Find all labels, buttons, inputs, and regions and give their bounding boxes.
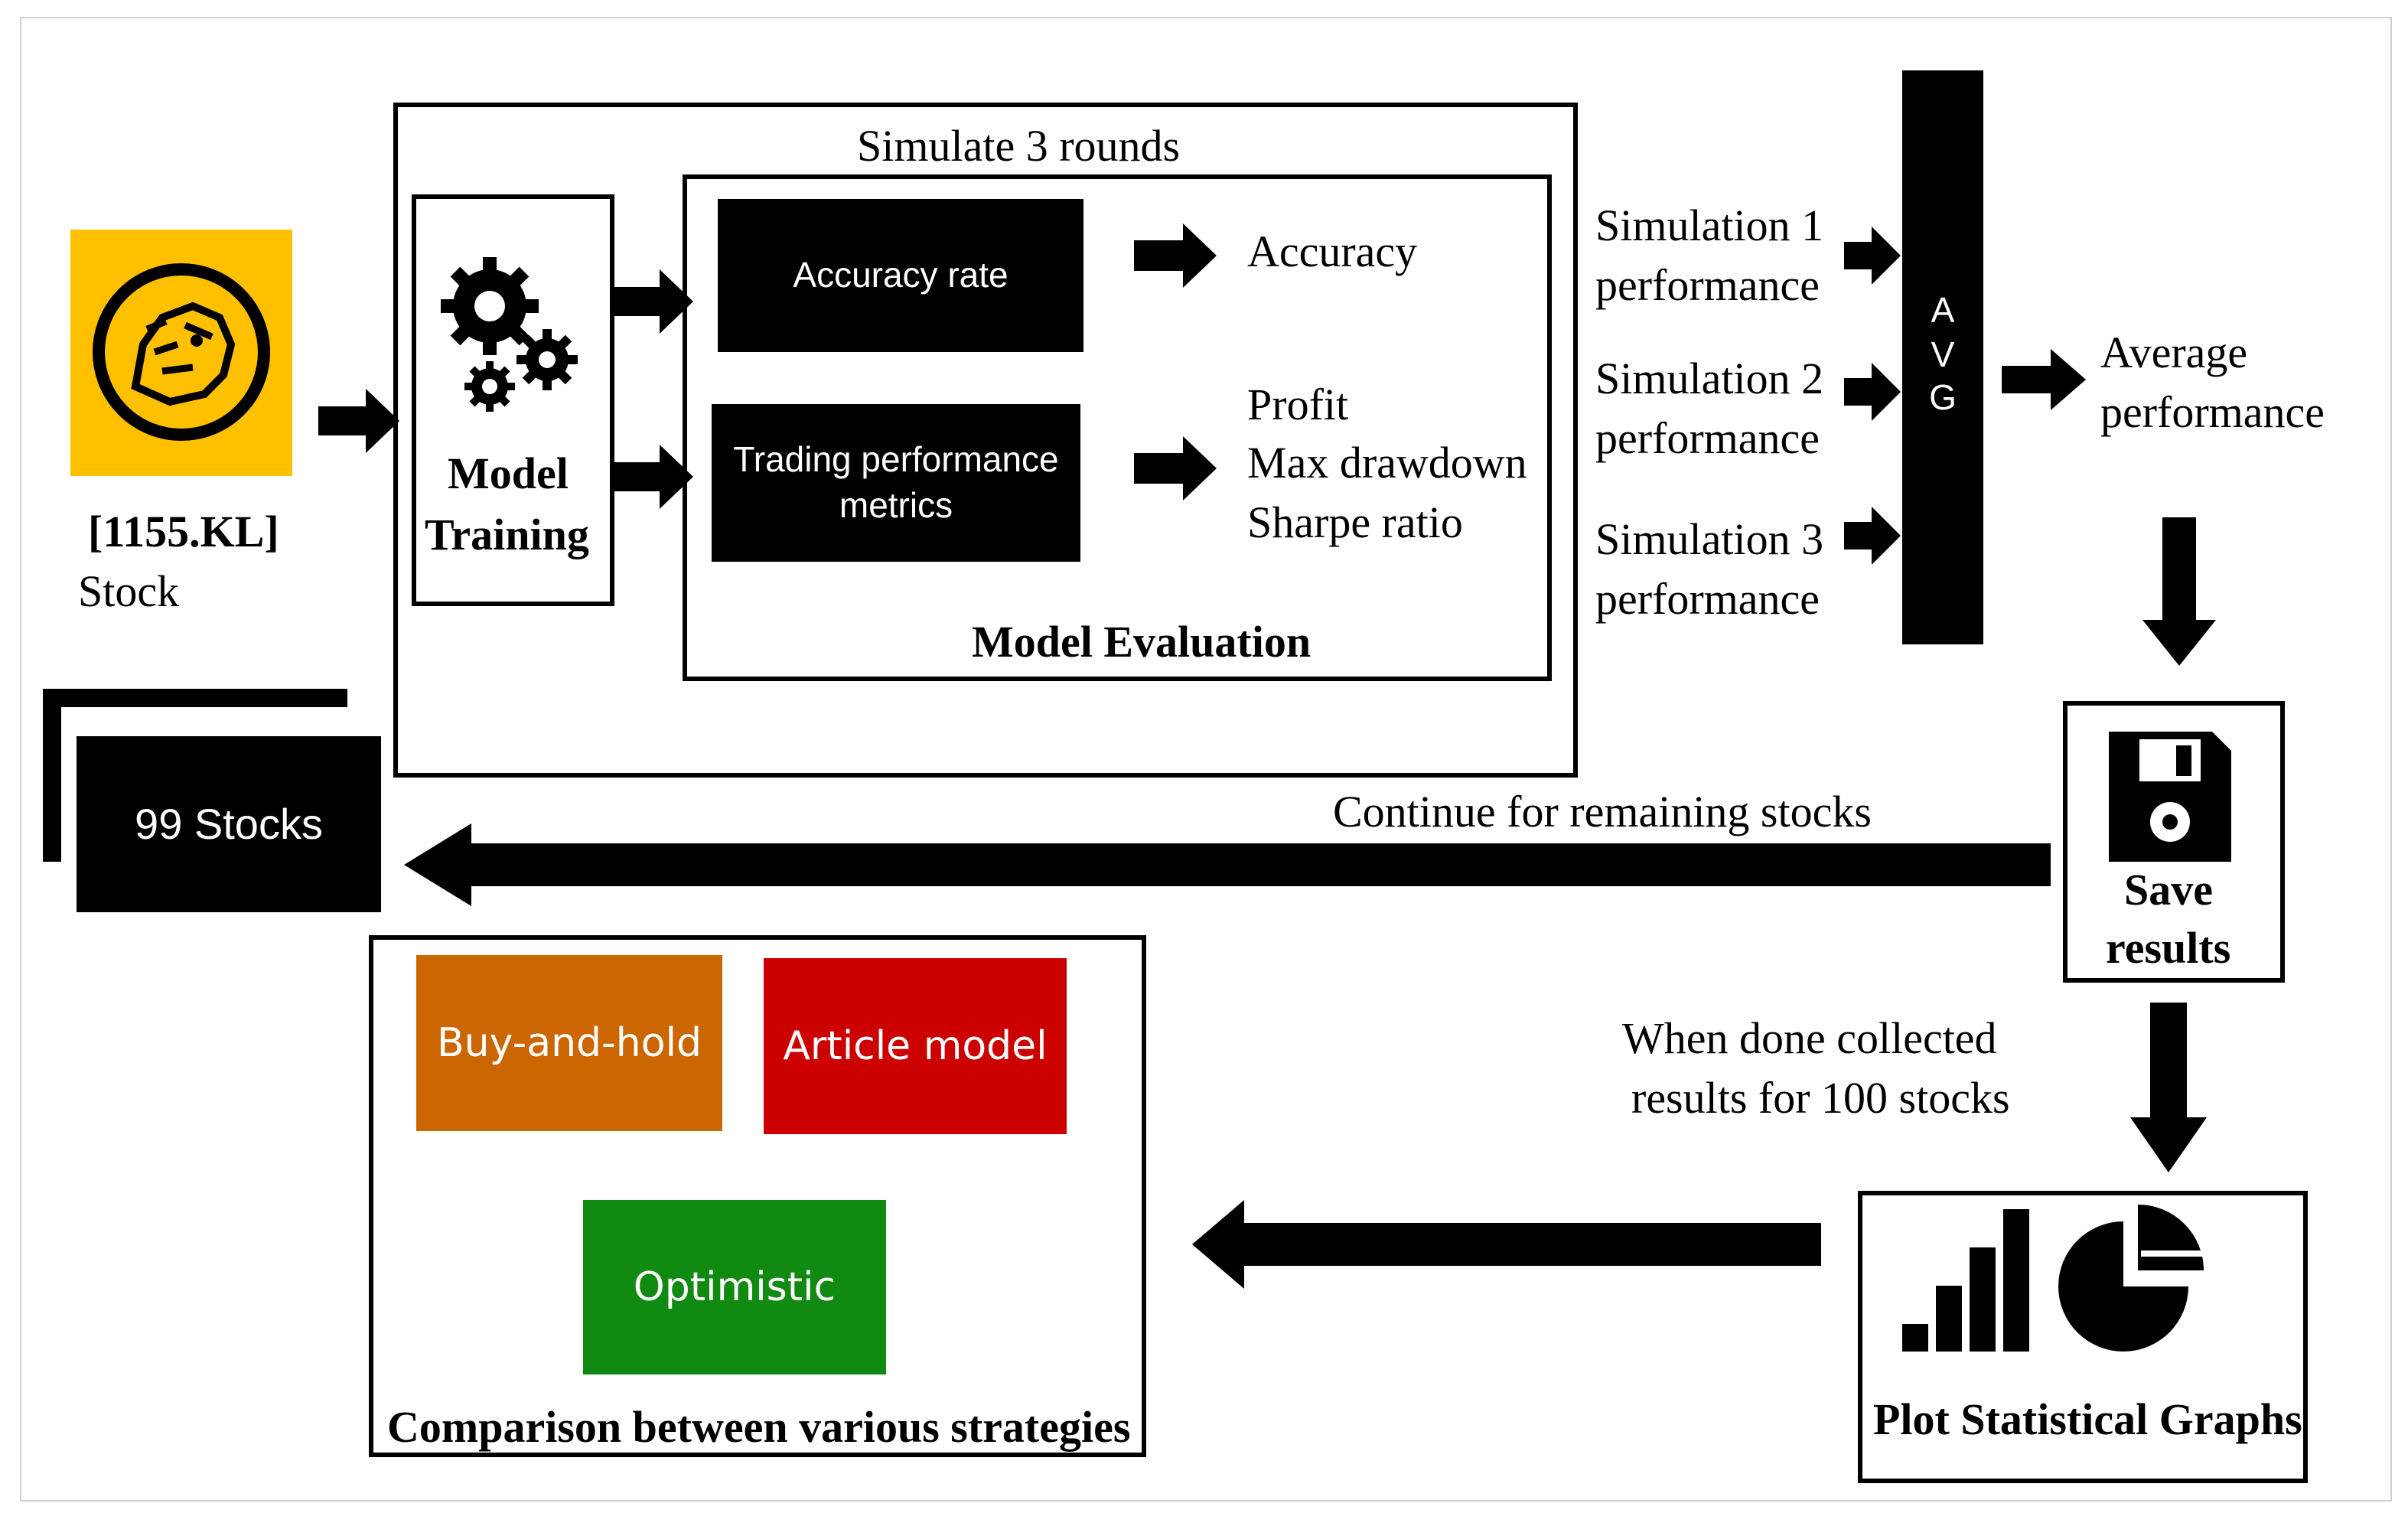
strategy-buy-and-hold: Buy-and-hold <box>416 955 722 1131</box>
average-line1: Average <box>2100 328 2248 377</box>
arrow-sim1-to-avg <box>1844 227 1901 285</box>
bar-chart-icon <box>1902 1209 2032 1352</box>
remaining-stocks-box: 99 Stocks <box>77 736 381 912</box>
pie-chart-icon <box>2058 1198 2211 1359</box>
stock-logo <box>70 230 292 476</box>
avg-bar: A V G <box>1902 70 1983 644</box>
simulation-3-line2: performance <box>1595 574 1820 624</box>
max-drawdown-output: Max drawdown <box>1247 438 1527 487</box>
trading-box-line2: metrics <box>839 485 953 525</box>
arrow-stock-to-training <box>318 389 399 453</box>
strategy-article-model: Article model <box>764 958 1067 1134</box>
simulate-title: Simulate 3 rounds <box>857 121 1181 171</box>
training-line1: Model <box>448 448 569 498</box>
sharpe-ratio-output: Sharpe ratio <box>1247 497 1463 547</box>
continue-label: Continue for remaining stocks <box>1333 787 1872 836</box>
comparison-title: Comparison between various strategies <box>387 1402 1131 1452</box>
plot-label: Plot Statistical Graphs <box>1873 1394 2302 1444</box>
arrow-save-to-plot <box>2130 1003 2207 1172</box>
save-line2: results <box>2106 923 2231 973</box>
arrow-plot-to-comparison <box>1192 1200 1821 1289</box>
accuracy-rate-box: Accuracy rate <box>718 199 1083 352</box>
avg-letter-g: G <box>1929 377 1957 417</box>
model-training-box <box>412 194 614 606</box>
avg-letter-v: V <box>1931 334 1955 374</box>
arrow-training-to-trading <box>612 445 693 509</box>
training-line2: Training <box>425 510 589 559</box>
figure-frame <box>20 17 2392 1502</box>
gears-icon <box>440 253 578 413</box>
simulation-1-line2: performance <box>1595 260 1820 310</box>
simulation-3-line1: Simulation 3 <box>1595 514 1824 564</box>
done-line1: When done collected <box>1622 1013 1997 1063</box>
arrow-avg-to-average <box>2002 349 2086 410</box>
arrow-to-trading-outputs <box>1134 436 1217 501</box>
done-line2: results for 100 stocks <box>1631 1073 2010 1123</box>
arrow-continue-to-stocks <box>404 823 2051 906</box>
simulation-2-line1: Simulation 2 <box>1595 354 1824 403</box>
arrow-to-accuracy <box>1134 223 1217 288</box>
save-line1: Save <box>2124 865 2213 915</box>
stock-ticker: [1155.KL] <box>88 507 279 556</box>
average-line2: performance <box>2100 387 2325 437</box>
arrow-sim3-to-avg <box>1844 507 1901 565</box>
arrow-training-to-accuracy <box>612 269 693 334</box>
arrow-sim2-to-avg <box>1844 363 1901 421</box>
strategy-optimistic: Optimistic <box>583 1200 886 1374</box>
stock-label: Stock <box>78 566 180 616</box>
accuracy-output: Accuracy <box>1247 227 1418 276</box>
trading-metrics-box: Trading performance metrics <box>712 404 1080 562</box>
trading-box-line1: Trading performance <box>733 439 1059 480</box>
profit-output: Profit <box>1247 380 1349 429</box>
avg-letter-a: A <box>1931 290 1955 330</box>
floppy-disk-icon <box>2109 732 2231 862</box>
simulation-2-line2: performance <box>1595 413 1820 463</box>
simulation-1-line1: Simulation 1 <box>1595 201 1824 250</box>
model-evaluation-title: Model Evaluation <box>972 617 1312 667</box>
arrow-average-to-save <box>2142 517 2216 666</box>
